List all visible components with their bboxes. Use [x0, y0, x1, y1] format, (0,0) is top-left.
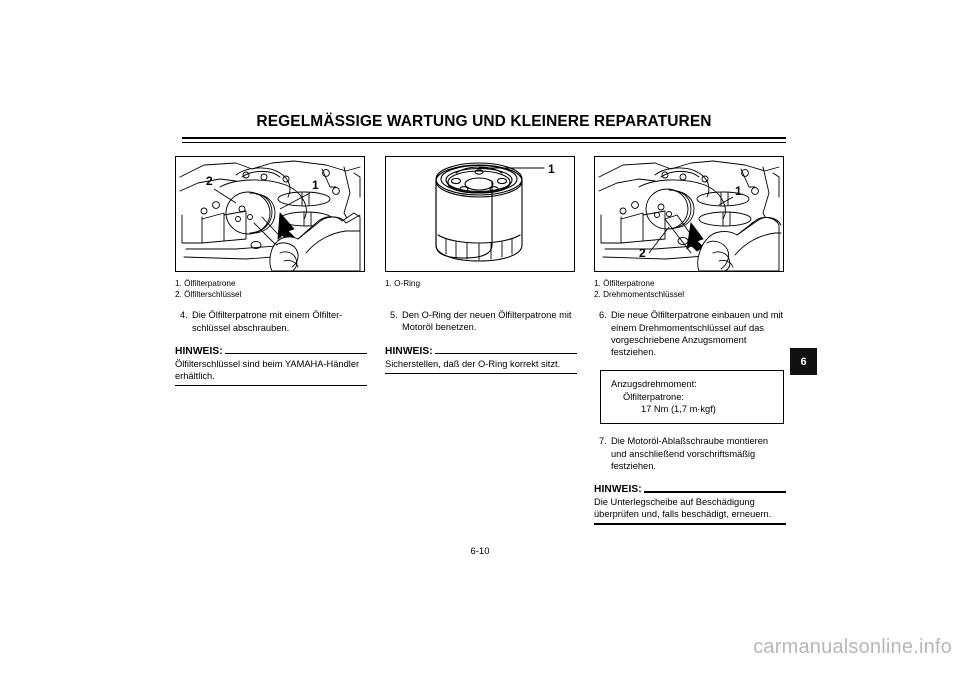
note-header: HINWEIS: [175, 346, 367, 357]
note-label: HINWEIS: [594, 484, 642, 496]
figure-callout-2: 2 [206, 174, 213, 188]
note-text: Die Unterlegscheibe auf Beschädigung übe… [594, 497, 772, 520]
step-number: 6. [599, 310, 607, 321]
figure-caption-line: 2. Ölfilterschlüssel [175, 290, 242, 300]
section-tab-6: 6 [790, 348, 817, 375]
page-title: REGELMÄSSIGE WARTUNG UND KLEINERE REPARA… [256, 113, 712, 130]
instruction-step: 5. Den O-Ring der neuen Ölfilterpatrone … [385, 309, 577, 333]
figure-caption: 1. Ölfilterpatrone 2. Ölfilterschlüssel [175, 278, 367, 300]
figure-caption-line: 2. Drehmomentschlüssel [594, 290, 685, 300]
note-block: HINWEIS: Ölfilterschlüssel sind beim YAM… [175, 346, 367, 387]
note-footer-rule [385, 372, 577, 374]
note-footer-rule [175, 385, 367, 387]
header-rule-thick [182, 137, 786, 140]
figure-caption-line: 1. O-Ring [385, 279, 421, 288]
step-number: 4. [180, 310, 188, 321]
column-right: 1 2 1. Ölfilterpatrone 2. Drehmomentschl… [594, 156, 786, 525]
torque-spec-box: Anzugsdrehmoment: Ölfilterpatrone: 17 Nm… [600, 370, 784, 425]
note-header-rule [224, 353, 367, 355]
oil-filter-cartridge-install-torque-figure: 1 2 [594, 156, 784, 272]
figure-caption-line: 1. Ölfilterpatrone [594, 279, 655, 288]
instruction-step: 7. Die Motoröl-Ablaßschraube montieren u… [594, 435, 786, 472]
note-text: Sicherstellen, daß der O-Ring korrekt si… [385, 358, 561, 369]
instruction-step: 6. Die neue Ölfilterpatrone einbauen und… [594, 309, 786, 358]
step-number: 7. [599, 436, 607, 447]
note-text: Ölfilterschlüssel sind beim YAMAHA-Händl… [175, 358, 360, 382]
spec-title: Anzugsdrehmoment: [611, 379, 697, 390]
header-rule-thin [182, 141, 786, 143]
note-footer-rule [594, 523, 786, 525]
step-text: Die Motoröl-Ablaßschraube montieren und … [611, 436, 769, 471]
watermark: carmanualsonline.info [753, 636, 952, 658]
page-header: REGELMÄSSIGE WARTUNG UND KLEINERE REPARA… [182, 112, 786, 131]
figure-callout-1: 1 [548, 162, 555, 176]
spec-value: 17 Nm (1,7 m·kgf) [641, 404, 716, 415]
step-text: Die Ölfilterpatrone mit einem Ölfilter-s… [192, 310, 343, 333]
figure-caption-line: 1. Ölfilterpatrone [175, 279, 236, 288]
instruction-step: 4. Die Ölfilterpatrone mit einem Ölfilte… [175, 309, 367, 333]
spec-item: Ölfilterpatrone: [623, 391, 684, 402]
note-header-rule [434, 353, 577, 355]
note-header: HINWEIS: [594, 484, 786, 495]
figure-caption: 1. O-Ring [385, 278, 577, 289]
note-label: HINWEIS: [385, 345, 433, 357]
figure-callout-2: 2 [639, 246, 646, 260]
figure-callout-1: 1 [312, 178, 319, 192]
note-header: HINWEIS: [385, 346, 577, 357]
column-left: 2 1 1. Ölfilterpatrone 2. Ölfilterschlüs… [175, 156, 367, 387]
note-header-rule [643, 491, 786, 493]
step-number: 5. [390, 310, 398, 321]
oil-filter-cartridge-removal-figure: 2 1 [175, 156, 365, 272]
step-text: Die neue Ölfilterpatrone einbauen und mi… [611, 310, 784, 358]
note-label: HINWEIS: [175, 345, 223, 357]
figure-callout-1: 1 [735, 184, 742, 198]
page-number: 6-10 [470, 546, 490, 557]
section-tab-label: 6 [800, 355, 807, 368]
figure-caption: 1. Ölfilterpatrone 2. Drehmomentschlüsse… [594, 278, 786, 300]
oil-filter-cartridge-o-ring-figure: 1 [385, 156, 575, 272]
column-middle: 1 1. O-Ring 5. Den O-Ring der neuen Ölfi… [385, 156, 577, 374]
note-block: HINWEIS: Sicherstellen, daß der O-Ring k… [385, 346, 577, 374]
step-text: Den O-Ring der neuen Ölfilterpatrone mit… [402, 310, 572, 333]
note-block: HINWEIS: Die Unterlegscheibe auf Beschäd… [594, 484, 786, 525]
